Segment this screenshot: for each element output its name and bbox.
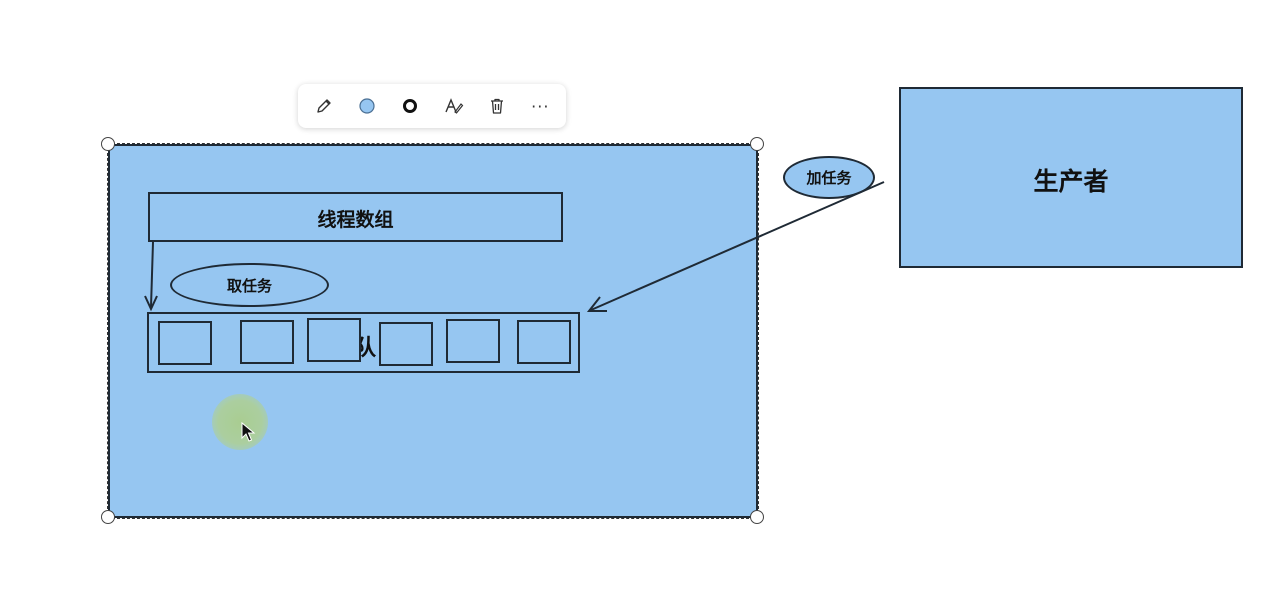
- fill-color-icon: [358, 97, 376, 115]
- queue-slot[interactable]: [158, 321, 212, 365]
- resize-handle-top-left[interactable]: [101, 137, 115, 151]
- queue-slot[interactable]: [240, 320, 294, 364]
- queue-slot[interactable]: [379, 322, 433, 366]
- task-queue-box[interactable]: [147, 312, 580, 373]
- queue-slot[interactable]: [446, 319, 500, 363]
- thread-array-label: 线程数组: [317, 209, 394, 231]
- add-task-ellipse[interactable]: 加任务: [783, 156, 875, 199]
- stroke-color-button[interactable]: [395, 91, 425, 121]
- edit-button[interactable]: [309, 91, 339, 121]
- text-style-button[interactable]: [439, 91, 469, 121]
- delete-button[interactable]: [482, 91, 512, 121]
- resize-handle-top-right[interactable]: [750, 137, 764, 151]
- cursor-highlight: [212, 394, 268, 450]
- mouse-pointer-icon: [241, 421, 256, 442]
- resize-handle-bottom-left[interactable]: [101, 510, 115, 524]
- take-task-label: 取任务: [226, 276, 272, 295]
- more-options-button[interactable]: ···: [525, 91, 555, 121]
- queue-slot[interactable]: [517, 320, 571, 364]
- take-task-ellipse[interactable]: 取任务: [170, 263, 329, 307]
- thread-array-box[interactable]: [148, 192, 563, 242]
- more-icon: ···: [531, 96, 550, 116]
- add-task-label: 加任务: [806, 169, 852, 187]
- shape-toolbar: ···: [298, 84, 566, 128]
- resize-handle-bottom-right[interactable]: [750, 510, 764, 524]
- queue-slot[interactable]: [307, 318, 361, 362]
- delete-icon: [488, 97, 506, 115]
- producer-label: 生产者: [1033, 167, 1109, 196]
- text-style-icon: [444, 97, 464, 115]
- fill-color-button[interactable]: [352, 91, 382, 121]
- stroke-color-icon: [401, 97, 419, 115]
- producer-box[interactable]: [899, 87, 1243, 268]
- pencil-icon: [315, 97, 333, 115]
